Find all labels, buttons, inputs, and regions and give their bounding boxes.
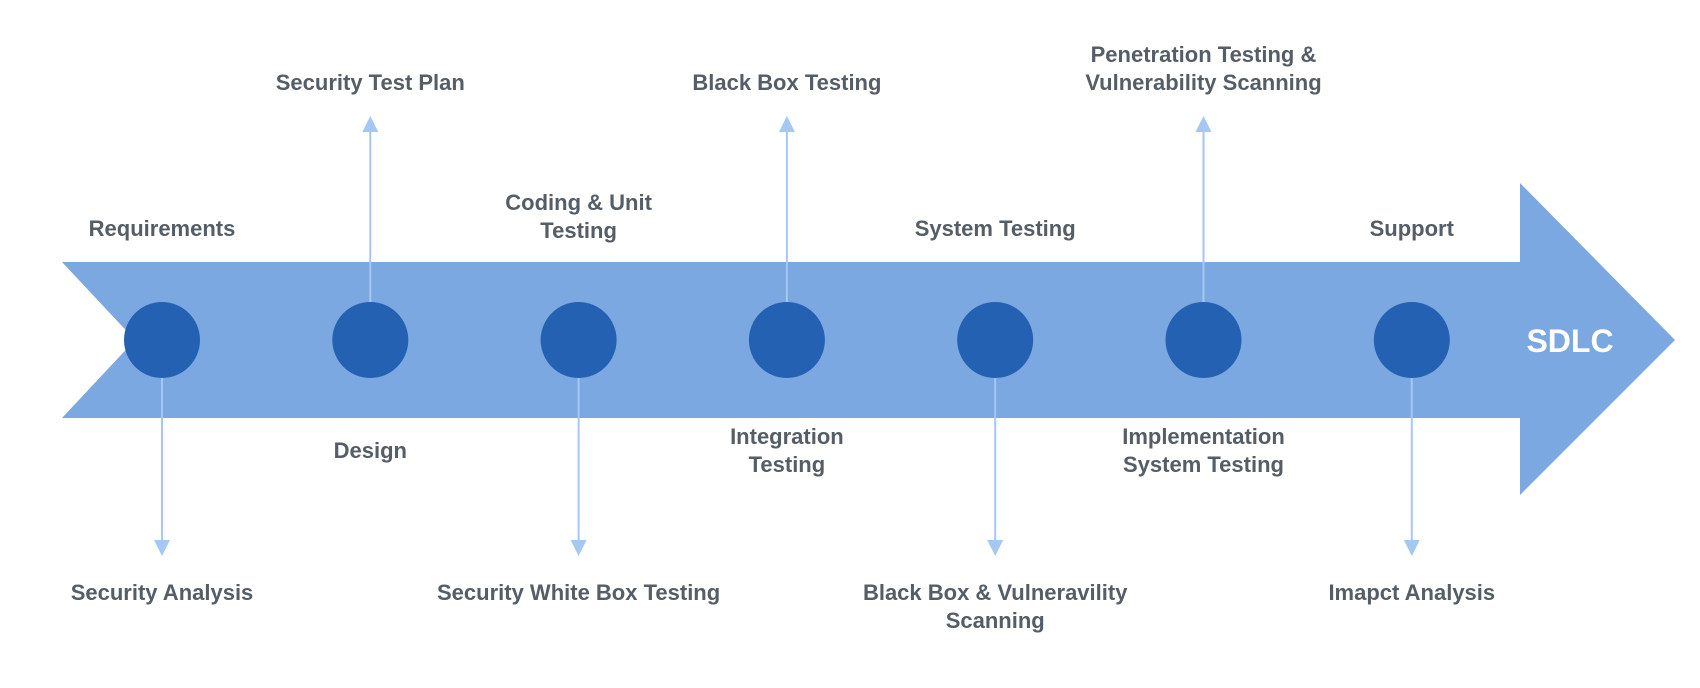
stage-node	[957, 302, 1034, 378]
activity-label-line: Vulnerability Scanning	[1085, 70, 1321, 95]
activity-label: Security Analysis	[71, 580, 254, 605]
phase-label: Design	[334, 438, 407, 463]
stage-node	[540, 302, 617, 378]
connector-arrowhead	[154, 540, 170, 556]
connector-arrowhead	[362, 116, 379, 132]
phase-label: Support	[1370, 216, 1455, 241]
activity-label: Imapct Analysis	[1328, 580, 1495, 605]
phase-label: Requirements	[89, 216, 236, 241]
activity-label-line: Security White Box Testing	[437, 580, 720, 605]
activity-label-line: Security Test Plan	[276, 70, 465, 95]
sdlc-label: SDLC	[1526, 323, 1613, 359]
activity-label-line: Black Box Testing	[692, 70, 881, 95]
activity-label-line: Black Box & Vulneravility	[863, 580, 1128, 605]
activity-label: Penetration Testing & Vulnerability Scann…	[1085, 42, 1321, 95]
phase-label-line: System Testing	[1123, 452, 1284, 477]
phase-label-line: Testing	[749, 452, 826, 477]
stage-node	[332, 302, 409, 378]
phase-label-line: Testing	[540, 218, 617, 243]
connector-arrowhead	[1195, 116, 1212, 132]
stage-node	[124, 302, 200, 378]
activity-label: Black Box Testing	[692, 70, 881, 95]
phase-label-line: Requirements	[89, 216, 236, 241]
stage-node	[748, 302, 825, 378]
connector-arrowhead	[987, 540, 1004, 556]
phase-label-line: Coding & Unit	[505, 190, 652, 215]
phase-label: System Testing	[915, 216, 1076, 241]
stage-node-layer	[124, 302, 1450, 378]
phase-label-line: System Testing	[915, 216, 1076, 241]
activity-label-line: Scanning	[946, 608, 1045, 633]
activity-label-line: Security Analysis	[71, 580, 254, 605]
activity-label: Security White Box Testing	[437, 580, 720, 605]
connector-arrowhead	[1403, 540, 1420, 556]
stage-node	[1165, 302, 1242, 378]
sdlc-arrow-band	[62, 183, 1675, 495]
stage-node	[1373, 302, 1450, 378]
connector-layer	[154, 116, 1420, 556]
phase-label-line: Integration	[730, 424, 844, 449]
phase-label-line: Implementation	[1122, 424, 1285, 449]
connector-arrowhead	[570, 540, 587, 556]
phase-label-line: Support	[1370, 216, 1455, 241]
phase-label-line: Design	[334, 438, 407, 463]
activity-label-line: Imapct Analysis	[1328, 580, 1495, 605]
activity-label: Security Test Plan	[276, 70, 465, 95]
connector-arrowhead	[778, 116, 795, 132]
activity-label-line: Penetration Testing &	[1091, 42, 1317, 67]
